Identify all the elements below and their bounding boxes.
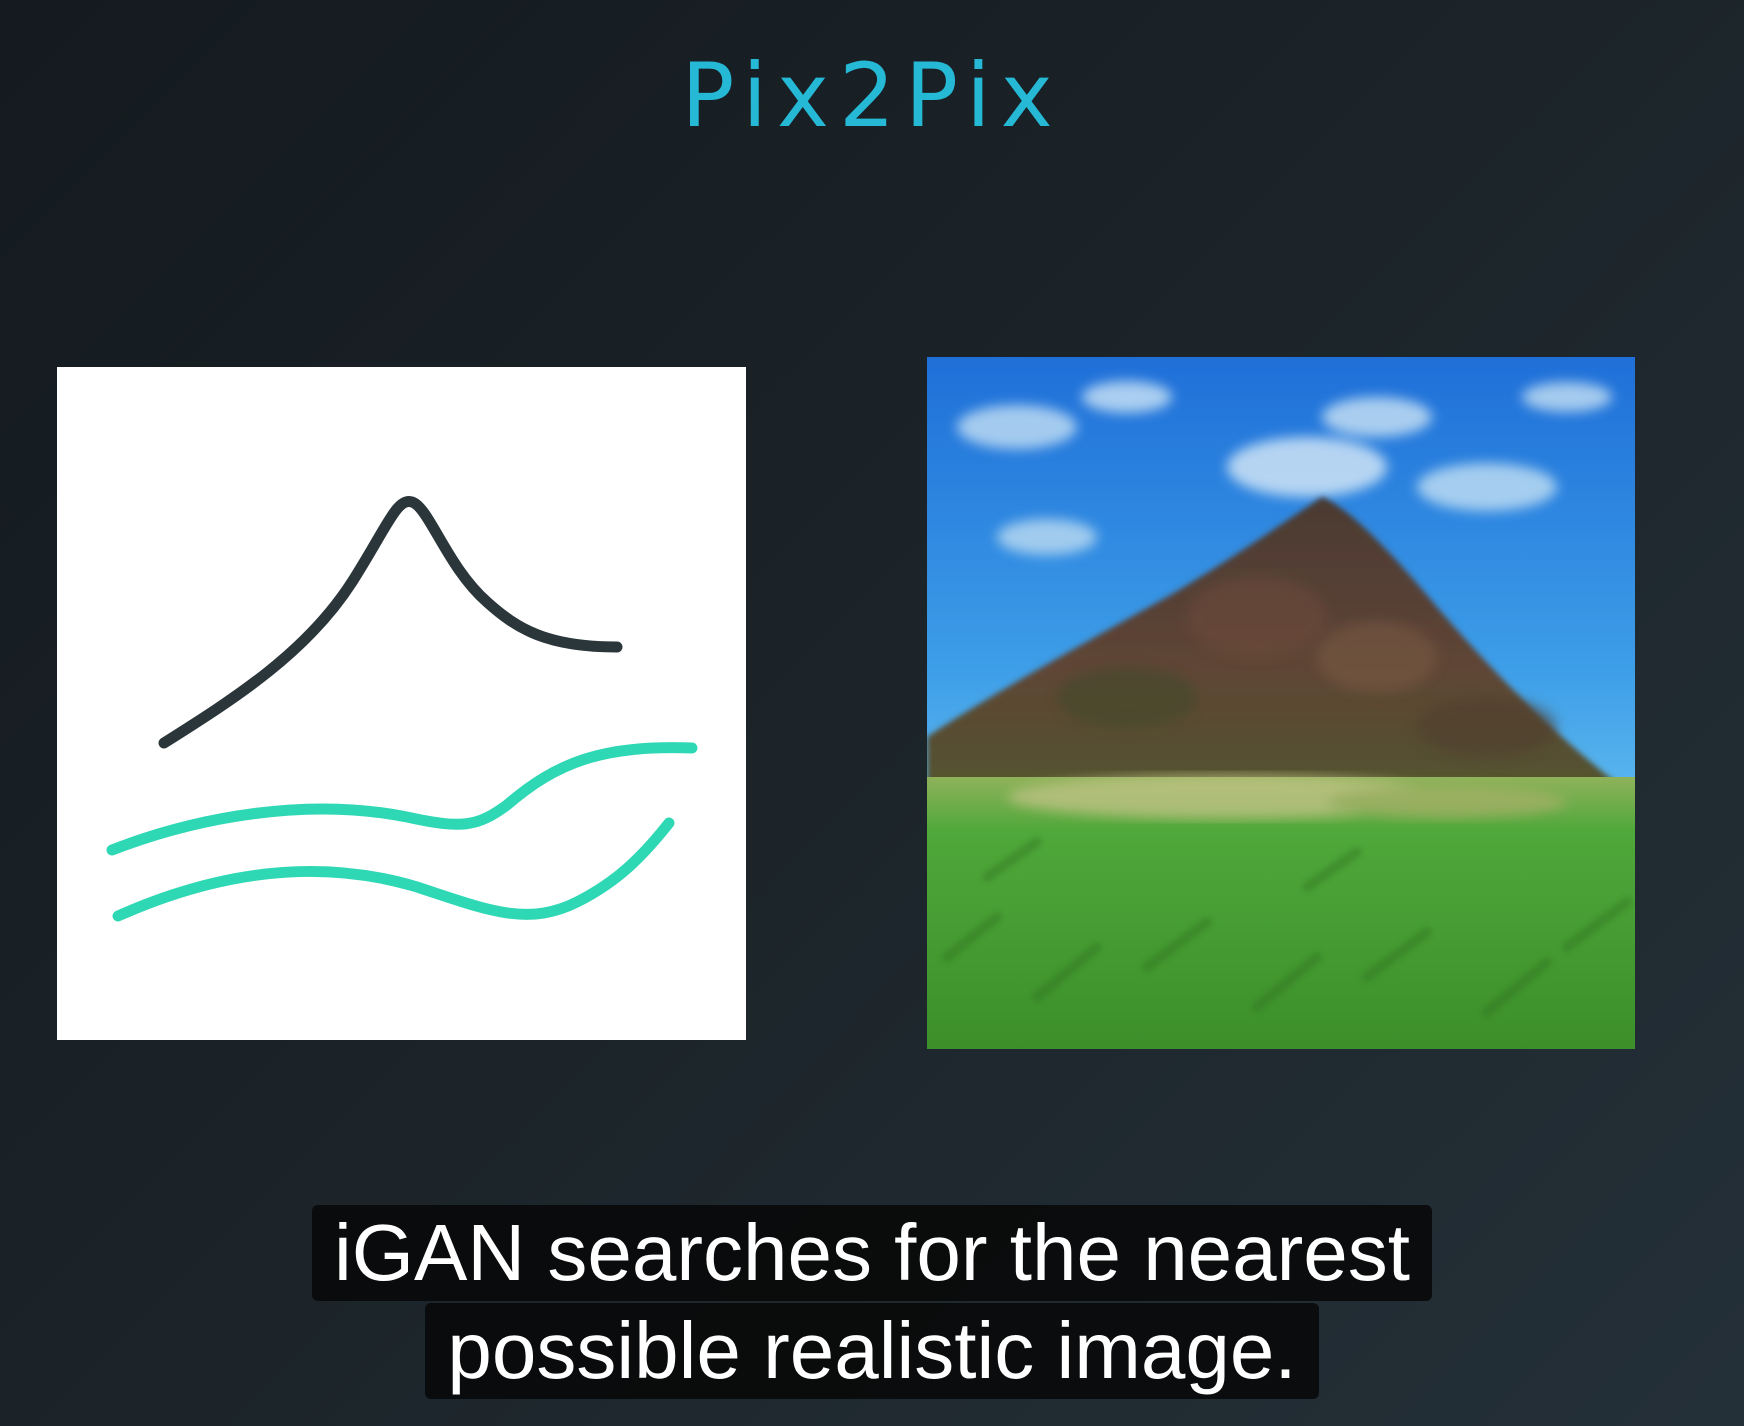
water-line-bottom-stroke bbox=[112, 817, 675, 922]
caption-row-1: iGAN searches for the nearest bbox=[0, 1205, 1744, 1303]
caption-line-1: iGAN searches for the nearest bbox=[311, 1205, 1433, 1301]
caption-row-2: possible realistic image. bbox=[0, 1303, 1744, 1401]
caption-subtitle: iGAN searches for the nearest possible r… bbox=[0, 1205, 1744, 1401]
generated-image-panel bbox=[927, 357, 1635, 1049]
slide-title: Pix2Pix bbox=[681, 44, 1063, 147]
sketch-input-panel bbox=[57, 367, 746, 1040]
generated-landscape-image bbox=[927, 357, 1635, 1049]
mountain-outline-stroke bbox=[158, 496, 623, 749]
caption-line-2: possible realistic image. bbox=[425, 1303, 1319, 1399]
water-line-top-stroke bbox=[106, 742, 698, 856]
sketch-drawing bbox=[106, 496, 698, 922]
